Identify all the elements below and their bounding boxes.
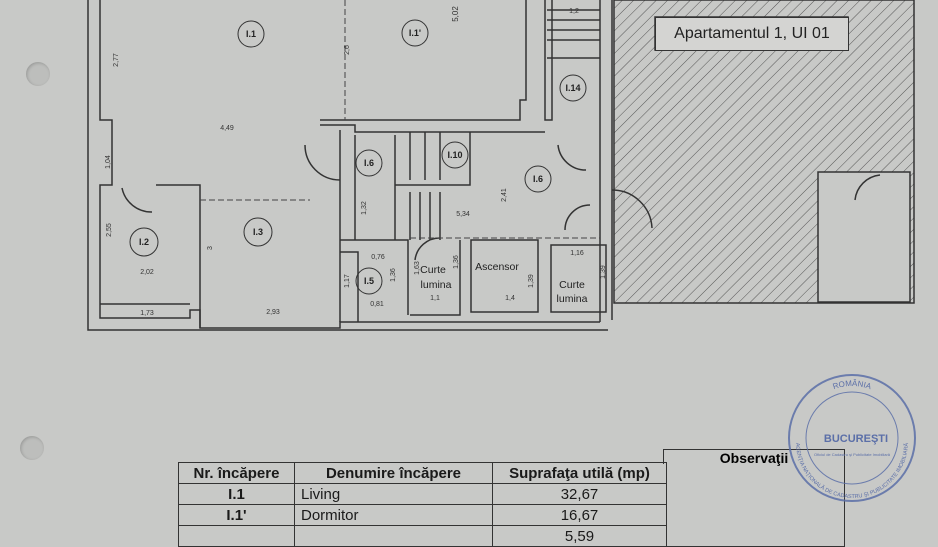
table-row: I.1' Dormitor 16,67 [178, 504, 845, 526]
room-name [294, 525, 493, 547]
dimension: 1,36 [453, 255, 460, 269]
stamp-ring-text: AGENŢIA NAŢIONALĂ DE CADASTRU ŞI PUBLICI… [794, 442, 910, 500]
dimension: 1,39 [528, 274, 535, 288]
room-area: 5,59 [492, 525, 667, 547]
dimension: 4,49 [220, 125, 234, 132]
dimension: 1,32 [361, 201, 368, 215]
dimension: 1,73 [140, 310, 154, 317]
room-label: I.6 [533, 174, 543, 184]
dimension: 5,34 [456, 211, 470, 218]
room-label: I.14 [565, 83, 580, 93]
dimension: 2,77 [113, 53, 120, 67]
official-stamp: ROMÂNIA AGENŢIA NAŢIONALĂ DE CADASTRU ŞI… [788, 374, 916, 502]
header-suprafata: Suprafaţa utilă (mp) [492, 462, 667, 484]
punch-hole [26, 62, 50, 86]
stamp-center-text: BUCUREŞTI [824, 433, 888, 445]
svg-text:ROMÂNIA: ROMÂNIA [832, 379, 873, 391]
room-label: I.1' [409, 28, 421, 38]
dimension: 5,02 [451, 6, 460, 22]
dimension: 1,4 [505, 295, 515, 302]
dimension: 2,55 [106, 223, 113, 237]
dimension: 2,02 [140, 269, 154, 276]
dimension: 1,04 [105, 155, 112, 169]
dimension: 0,81 [370, 301, 384, 308]
dimension: 1,63 [414, 261, 421, 275]
dimension: 1,2 [569, 8, 579, 15]
room-label: I.1 [246, 29, 256, 39]
dimension: 2,41 [501, 188, 508, 202]
header-nr: Nr. încăpere [178, 462, 295, 484]
header-observatii: Observaţii [663, 449, 845, 466]
room-nr [178, 525, 295, 547]
room-area: 32,67 [492, 483, 667, 505]
room-name: Curte [559, 279, 585, 291]
dimension: 2,93 [266, 309, 280, 316]
stamp-top-text: ROMÂNIA [832, 379, 873, 391]
room-name: lumina [421, 279, 452, 291]
room-name: Ascensor [475, 261, 519, 273]
room-name: Curte [420, 264, 446, 276]
room-label: I.10 [447, 150, 462, 160]
dimension: 1,1 [430, 295, 440, 302]
dimension: 1,16 [570, 250, 584, 257]
dimension: 2,6 [344, 45, 351, 55]
room-name: Living [294, 483, 493, 505]
stamp-inner-text: Oficiul de Cadastru şi Publicitate Imobi… [814, 452, 891, 457]
header-denumire: Denumire încăpere [294, 462, 493, 484]
room-label: I.3 [253, 227, 263, 237]
dimension: 1,39 [600, 265, 607, 279]
room-area: 16,67 [492, 504, 667, 526]
room-label: I.2 [139, 237, 149, 247]
dimension: 1,36 [390, 268, 397, 282]
svg-text:AGENŢIA NAŢIONALĂ DE CADASTRU: AGENŢIA NAŢIONALĂ DE CADASTRU ŞI PUBLICI… [794, 442, 910, 500]
rooms-table: Nr. încăpere Denumire încăpere Suprafaţa… [178, 462, 845, 547]
room-label: I.6 [364, 158, 374, 168]
room-nr: I.1 [178, 483, 295, 505]
table-header-row: Nr. încăpere Denumire încăpere Suprafaţa… [178, 462, 845, 547]
room-label: I.5 [364, 276, 374, 286]
plan-title: Apartamentul 1, UI 01 [655, 17, 849, 51]
room-name: lumina [557, 293, 588, 305]
punch-hole [20, 436, 44, 460]
room-nr: I.1' [178, 504, 295, 526]
dimension: 3 [207, 246, 214, 250]
dimension: 0,76 [371, 254, 385, 261]
dimension: 1,17 [344, 274, 351, 288]
room-name: Dormitor [294, 504, 493, 526]
